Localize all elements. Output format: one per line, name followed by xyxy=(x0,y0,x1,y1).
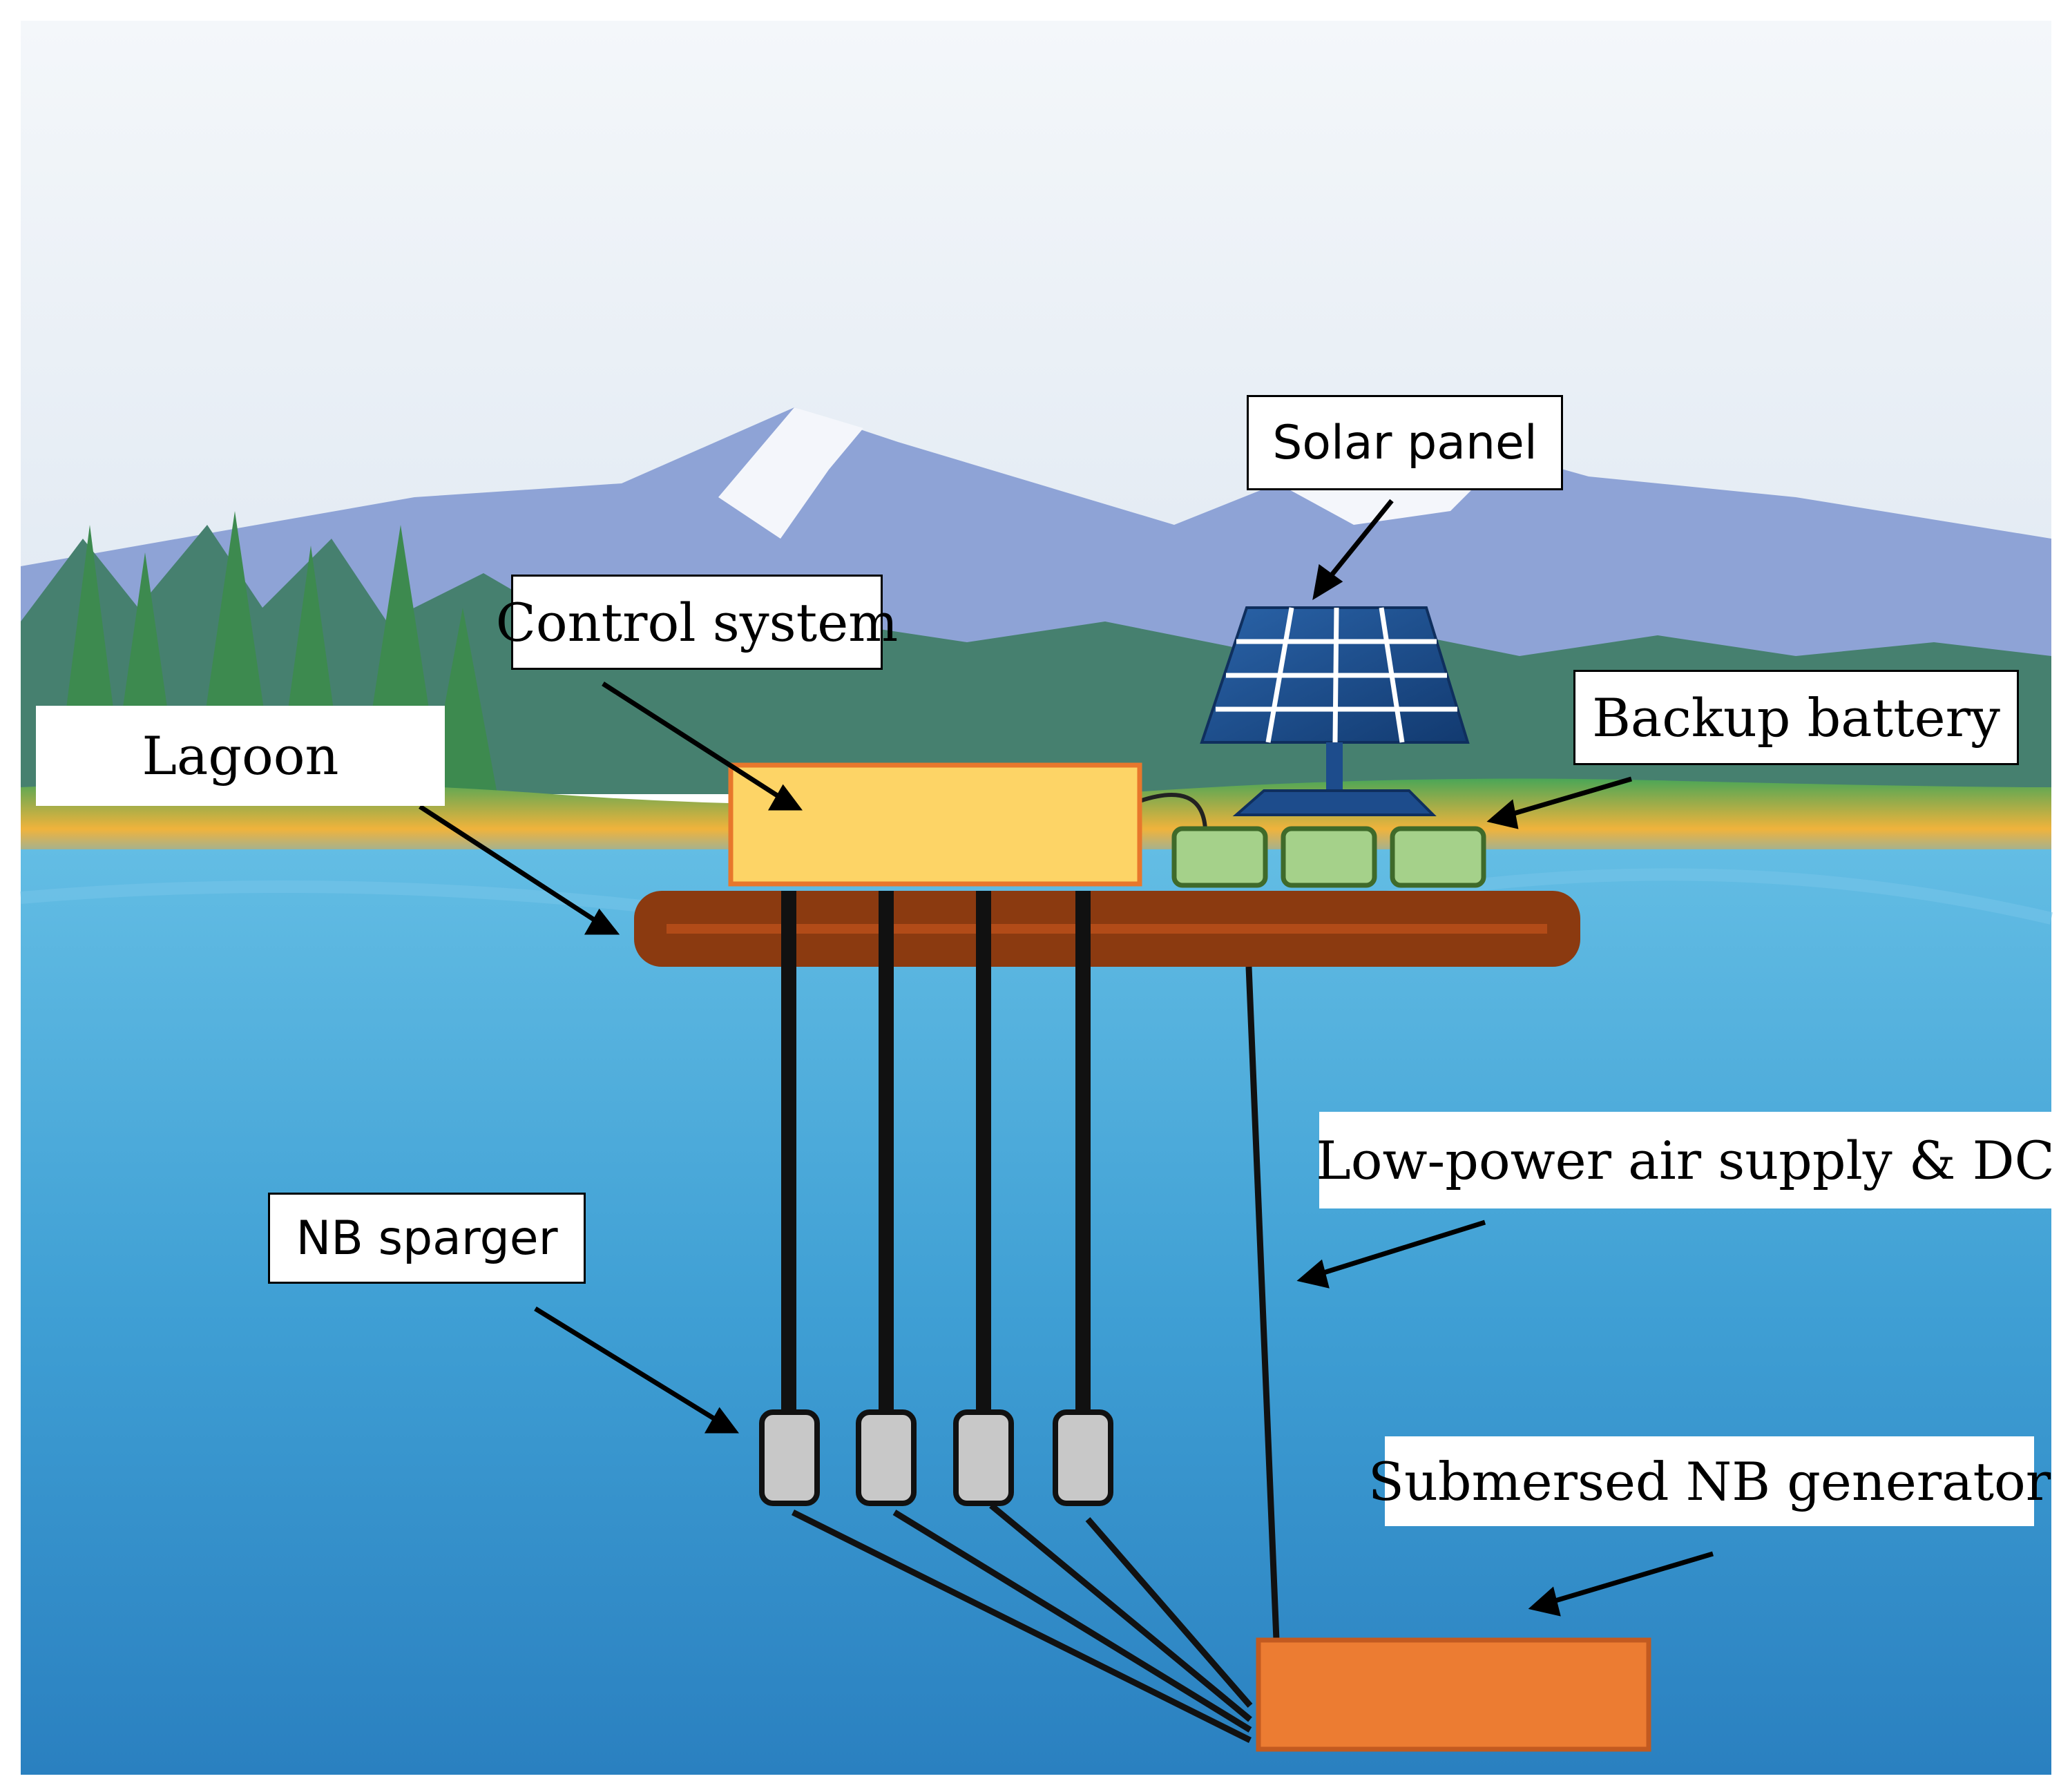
nb-generator-box xyxy=(1256,1637,1651,1752)
backup-battery-label: Backup battery xyxy=(1573,670,2019,765)
lagoon-label: Lagoon xyxy=(36,706,445,806)
control-system-box xyxy=(728,762,1142,887)
arrows xyxy=(419,499,1714,1617)
solar-panel-label: Solar panel xyxy=(1247,395,1563,490)
power-cable xyxy=(1139,793,1207,829)
backup-batteries xyxy=(1171,826,1486,888)
sparger-hoses xyxy=(781,891,1091,1412)
nb-sparger-label: NB sparger xyxy=(268,1193,586,1284)
nb-generator-label: Submersed NB generator xyxy=(1368,1436,2051,1526)
nb-spargers xyxy=(759,1409,1113,1506)
air-lines xyxy=(791,966,1280,1744)
forest xyxy=(21,525,2051,794)
lagoon-water xyxy=(21,849,2051,1775)
air-supply-label: Low-power air supply & DC xyxy=(1316,1112,2055,1208)
solar-panel xyxy=(1200,606,1470,816)
control-system-label: Control system xyxy=(496,575,898,670)
